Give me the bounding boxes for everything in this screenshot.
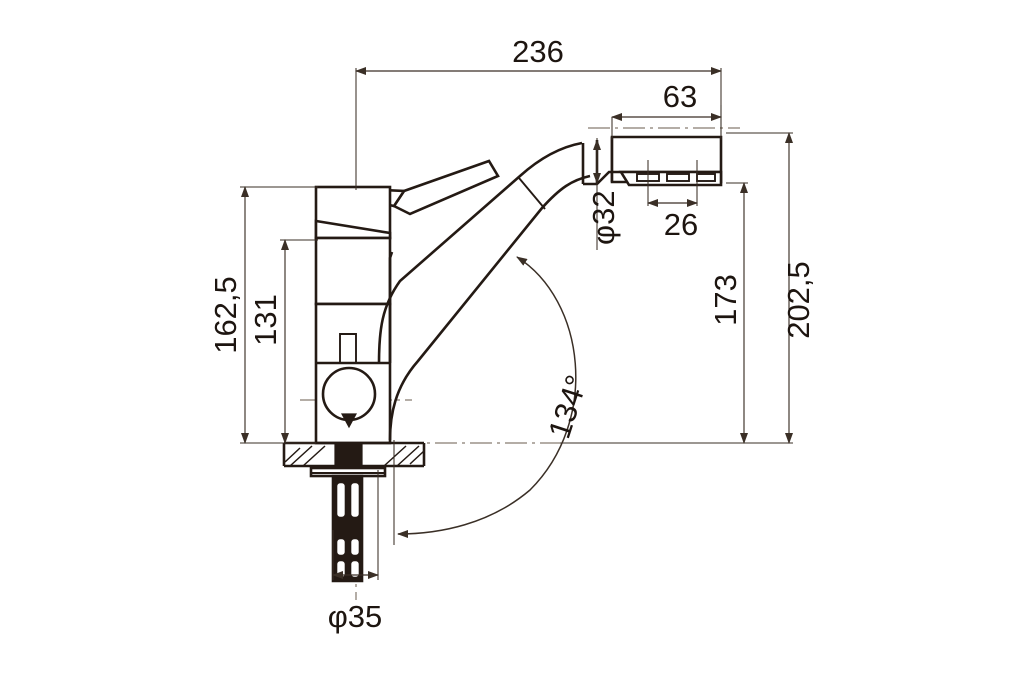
internal-stem [339,333,357,363]
dimension-overall-height: 202,5 [560,132,816,444]
dimension-aerator-width: 26 [647,160,698,242]
dimension-label-phi32: φ32 [586,190,621,245]
dimension-label-26: 26 [664,207,698,242]
dimension-body-height-inner: 131 [248,239,318,444]
deck-mount-assembly [282,441,426,583]
dimension-label-131: 131 [248,294,283,346]
section-hatch-left [284,445,326,467]
faucet-body-group [282,135,723,583]
dimension-spout-head-length: 63 [611,79,722,140]
dimension-label-63: 63 [663,79,697,114]
dimension-label-202-5: 202,5 [781,261,816,339]
dimension-shank-diameter: φ35 [328,470,383,634]
dimension-swivel-angle: 134° [393,256,595,545]
dimension-overall-reach: 236 [355,34,722,190]
dimension-spout-tube-diameter: φ32 [586,138,621,250]
dimension-label-173: 173 [708,274,743,326]
lever-handle [378,159,500,216]
dimension-label-phi35: φ35 [328,599,383,634]
body-upper-column [314,236,392,306]
section-hatch-right [383,445,425,467]
mounting-shank [334,442,363,470]
cartridge-ball [321,366,377,422]
dimension-body-height-total: 162,5 [208,186,318,444]
dimension-label-162-5: 162,5 [208,276,243,354]
spout-head [583,135,723,187]
dimension-label-134-deg: 134° [541,371,594,443]
handle-housing [314,185,392,240]
dimension-label-236: 236 [512,34,564,69]
